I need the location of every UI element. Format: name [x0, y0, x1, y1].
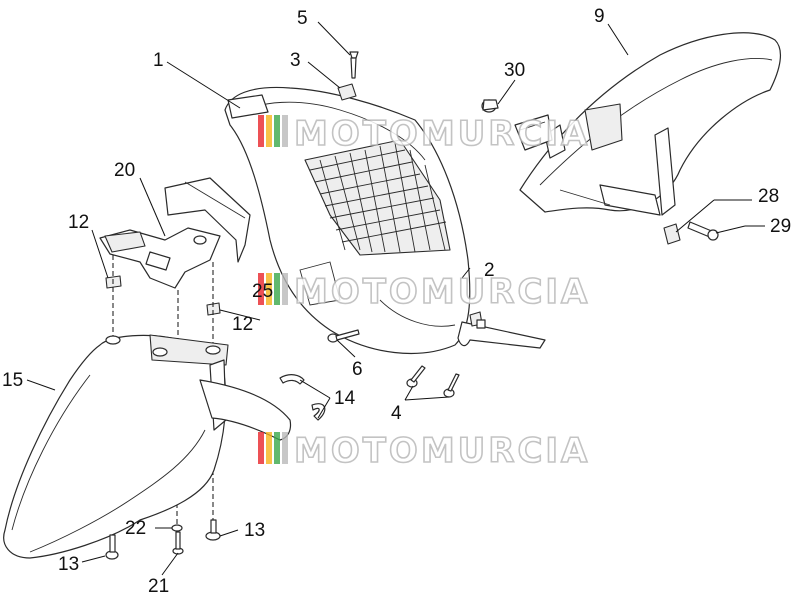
callout-15: 15	[2, 370, 23, 391]
callout-22: 22	[125, 518, 146, 539]
callout-1: 1	[153, 50, 164, 71]
callout-labels: 1 2 3 4 5 6 9 12 12 13 13 14 15 20 21 22…	[2, 6, 791, 597]
assembly-lines	[112, 255, 214, 530]
watermark-text: MOTOMURCIA	[294, 272, 590, 312]
callout-21: 21	[148, 576, 169, 597]
leader-lines	[26, 21, 765, 576]
callout-28: 28	[758, 186, 779, 207]
part-front-mudguard	[3, 334, 292, 559]
callout-6: 6	[352, 359, 363, 380]
part-bracket	[99, 177, 251, 289]
part-inner-liner	[224, 86, 546, 354]
callout-9: 9	[594, 6, 605, 27]
callout-12-upper: 12	[68, 212, 89, 233]
part-screws	[327, 51, 460, 398]
callout-13-left: 13	[58, 554, 79, 575]
watermark-logo: MOTOMURCIA MOTOMURCIA MOTOMURCIA	[258, 113, 590, 472]
watermark-text: MOTOMURCIA	[294, 114, 590, 154]
callout-25: 25	[252, 281, 273, 302]
callout-20: 20	[114, 160, 135, 181]
callout-13-right: 13	[244, 520, 265, 541]
part-grommet	[481, 99, 553, 151]
part-hoses	[279, 374, 326, 421]
part-rear-mudguard	[519, 32, 782, 216]
callout-2: 2	[484, 260, 495, 281]
callout-14: 14	[334, 388, 356, 409]
part-lower-screws	[105, 519, 221, 560]
part-clip-screw	[663, 221, 719, 245]
callout-3: 3	[290, 50, 301, 71]
callout-29: 29	[770, 216, 791, 237]
watermark-text: MOTOMURCIA	[294, 431, 590, 471]
callout-30: 30	[504, 60, 525, 81]
callout-4: 4	[391, 403, 402, 424]
grille-mesh	[309, 142, 447, 253]
callout-12-lower: 12	[232, 314, 253, 335]
callout-5: 5	[297, 8, 308, 29]
part-clips	[105, 275, 221, 316]
